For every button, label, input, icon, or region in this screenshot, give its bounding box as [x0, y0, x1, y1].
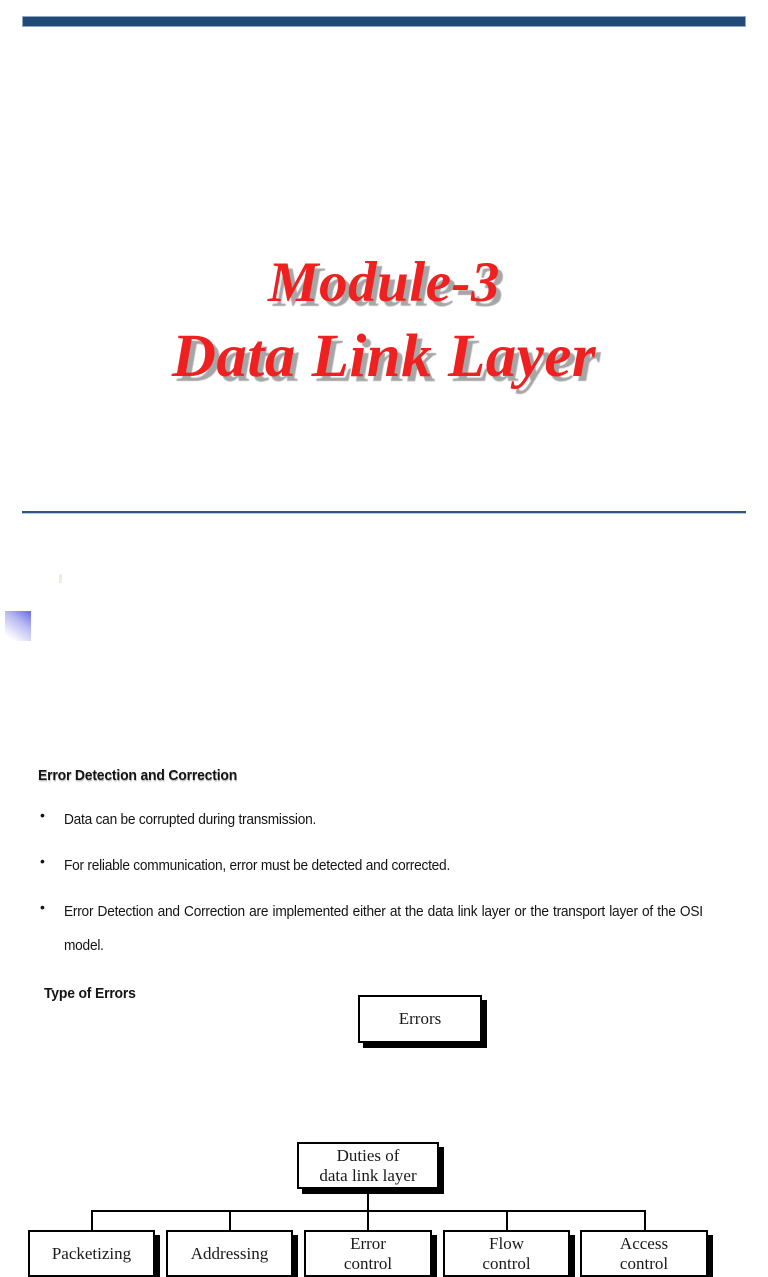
- top-accent-bar: [22, 16, 746, 27]
- diagram-node-root-line1: Duties of: [336, 1145, 400, 1165]
- heading-type-of-errors: Type of Errors: [44, 985, 136, 1002]
- diagram-node-packetizing-line1: Packetizing: [51, 1243, 132, 1263]
- errors-diagram-node-root: Errors: [358, 995, 482, 1043]
- diagram-node-access-control: Access control: [580, 1230, 708, 1277]
- diagram-node-addressing: Addressing: [166, 1230, 293, 1277]
- diagram-node-access-control-line1: Access: [619, 1233, 669, 1253]
- title-line-subject: Data Link Layer: [171, 323, 597, 390]
- title-divider: [22, 511, 746, 514]
- bullet-dot-icon: •: [40, 853, 45, 869]
- page-title: Module-3 Data Link Layer: [0, 246, 768, 394]
- list-item: • For reliable communication, error must…: [36, 849, 740, 883]
- diagram-node-packetizing: Packetizing: [28, 1230, 155, 1277]
- heading-error-detection-and-correction: Error Detection and Correction: [38, 767, 238, 784]
- list-item: • Error Detection and Correction are imp…: [36, 895, 740, 963]
- connector-root-stem: [367, 1189, 369, 1212]
- connector-drop-4: [506, 1210, 508, 1231]
- list-item-text: For reliable communication, error must b…: [64, 858, 451, 874]
- stray-gradient-shape: [5, 611, 31, 641]
- diagram-node-error-control: Error control: [304, 1230, 432, 1277]
- connector-drop-3: [367, 1210, 369, 1231]
- stray-tick-mark: [59, 574, 62, 583]
- bullet-list: • Data can be corrupted during transmiss…: [36, 803, 740, 975]
- title-line-module: Module-3: [268, 251, 500, 314]
- diagram-node-access-control-line2: control: [619, 1253, 669, 1273]
- diagram-node-error-control-line1: Error: [350, 1233, 386, 1253]
- diagram-node-error-control-line2: control: [343, 1253, 393, 1273]
- connector-drop-5: [644, 1210, 646, 1231]
- bullet-dot-icon: •: [40, 899, 45, 915]
- errors-diagram-node-root-label: Errors: [398, 1009, 442, 1028]
- diagram-node-flow-control-line2: control: [482, 1253, 531, 1273]
- duties-diagram: Duties of data link layer Packetizing Ad…: [0, 560, 768, 1277]
- list-item-text: Error Detection and Correction are imple…: [64, 904, 703, 954]
- bullet-dot-icon: •: [40, 807, 45, 823]
- list-item: • Data can be corrupted during transmiss…: [36, 803, 740, 837]
- list-item-text: Data can be corrupted during transmissio…: [64, 812, 317, 828]
- connector-drop-1: [91, 1210, 93, 1231]
- slide-page: { "theme": { "bar_color": "#234a76", "di…: [0, 16, 768, 1277]
- connector-drop-2: [229, 1210, 231, 1231]
- diagram-node-addressing-line1: Addressing: [190, 1243, 269, 1263]
- diagram-node-root: Duties of data link layer: [297, 1142, 439, 1189]
- diagram-node-flow-control: Flow control: [443, 1230, 570, 1277]
- diagram-node-flow-control-line1: Flow: [489, 1233, 524, 1253]
- diagram-node-root-line2: data link layer: [319, 1165, 417, 1185]
